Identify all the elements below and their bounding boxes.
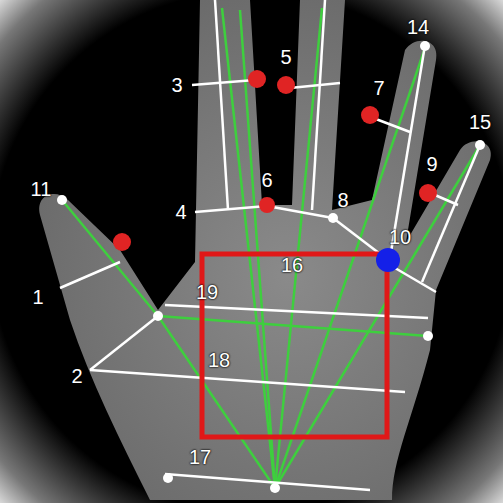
callout-number: 11 — [31, 179, 52, 199]
callout-number: 10 — [389, 227, 411, 247]
callout-number: 9 — [426, 154, 437, 174]
callout-number: 2 — [71, 366, 82, 386]
callout-number: 19 — [196, 282, 218, 302]
callout-number: 17 — [189, 447, 211, 467]
callout-number: 8 — [337, 190, 348, 210]
callout-number: 18 — [208, 350, 230, 370]
callout-number: 15 — [469, 112, 491, 132]
callout-number: 5 — [280, 47, 291, 67]
callout-number: 16 — [281, 255, 303, 275]
callout-number: 6 — [261, 170, 272, 190]
callout-number: 3 — [171, 75, 182, 95]
callout-number: 1 — [32, 287, 43, 307]
callout-number: 4 — [175, 202, 186, 222]
callout-number: 14 — [407, 17, 429, 37]
callout-number: 7 — [373, 78, 384, 98]
